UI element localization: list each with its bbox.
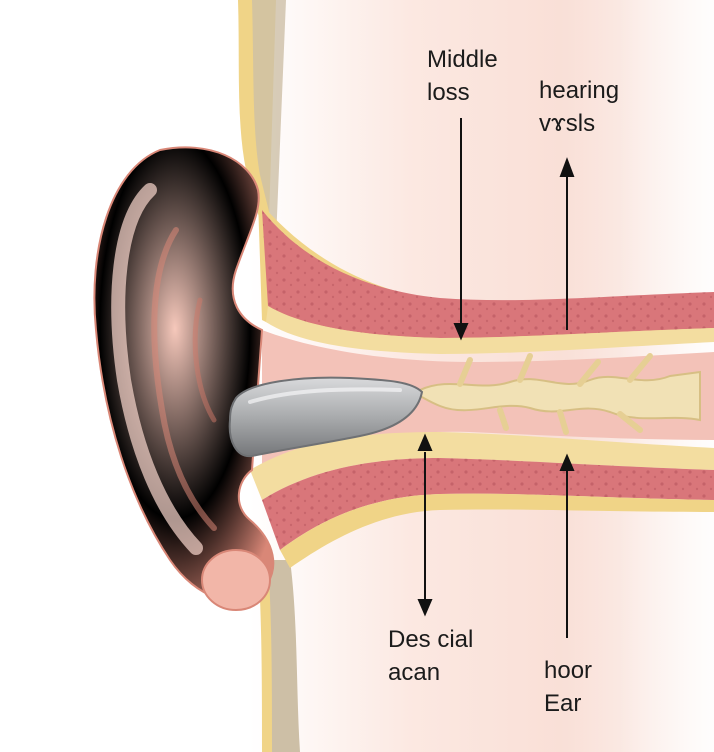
label-hearing-vsls-line2: vɤsls	[539, 110, 596, 137]
arrow-double	[417, 433, 433, 617]
arrow-up-lower	[559, 453, 575, 638]
label-hearing-vsls: hearing vɤsls	[539, 74, 619, 140]
label-des-cial-line2: acan	[388, 659, 441, 686]
label-hoor-ear-line1: hoor	[544, 657, 593, 684]
label-middle-loss: Middle loss	[427, 43, 498, 109]
label-middle-loss-line2: loss	[427, 79, 470, 106]
arrow-down	[453, 118, 469, 341]
label-des-cial: Des cial acan	[388, 623, 473, 689]
label-middle-loss-line1: Middle	[427, 46, 498, 73]
label-hoor-ear: hoor Ear	[544, 654, 592, 720]
arrow-up	[559, 157, 575, 330]
label-des-cial-line1: Des cial	[388, 626, 474, 653]
label-hoor-ear-line2: Ear	[544, 690, 582, 717]
label-hearing-vsls-line1: hearing	[539, 77, 620, 104]
